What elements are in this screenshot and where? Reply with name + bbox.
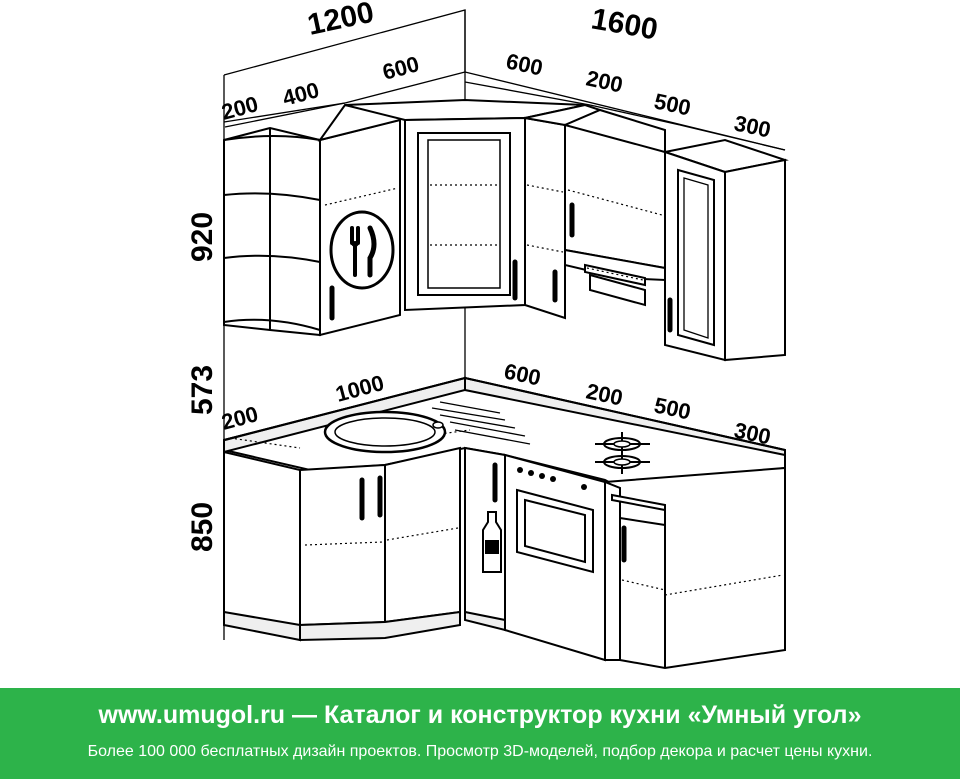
upper-right-glass-cabinet xyxy=(661,138,789,362)
kitchen-drawing: 1200 1600 200 400 600 600 200 500 300 20… xyxy=(186,0,789,670)
upper-cabinet-left xyxy=(317,103,401,337)
dim-upper-right-4: 300 xyxy=(732,110,773,142)
dim-upper-left-2: 400 xyxy=(280,77,322,111)
lower-right-cabinet xyxy=(604,466,786,670)
banner-title[interactable]: www.umugol.ru — Каталог и конструктор ку… xyxy=(98,701,862,729)
banner-subtitle: Более 100 000 бесплатных дизайн проектов… xyxy=(87,743,873,760)
lower-oven-unit xyxy=(504,453,606,662)
dim-height-upper: 920 xyxy=(186,212,219,262)
lower-left-cabinet xyxy=(223,450,301,642)
dim-lower-right-1: 600 xyxy=(502,358,543,390)
dim-upper-right-2: 200 xyxy=(584,65,625,97)
dim-height-lower: 850 xyxy=(186,502,219,552)
dim-top-total-left: 1200 xyxy=(305,0,377,42)
open-shelf-unit xyxy=(223,126,321,337)
sink xyxy=(323,410,447,454)
upper-hood-cabinet xyxy=(564,108,666,307)
dim-upper-right-1: 600 xyxy=(504,48,545,80)
upper-corner-glass-cabinet xyxy=(344,98,586,312)
dim-upper-right-3: 500 xyxy=(652,88,693,120)
dim-lower-left-1: 200 xyxy=(219,401,261,435)
dimension-lines xyxy=(224,71,786,451)
bottle-icon xyxy=(482,511,502,573)
lower-corner-sink-cabinet xyxy=(299,446,461,642)
dim-upper-left-1: 200 xyxy=(219,91,261,125)
cooktop-hob xyxy=(595,432,650,474)
countertop xyxy=(223,376,786,490)
lower-narrow-bottle-cabinet xyxy=(464,446,506,632)
footer-banner: www.umugol.ru — Каталог и конструктор ку… xyxy=(0,688,960,779)
sink-drainer xyxy=(431,401,531,445)
dim-upper-left-3: 600 xyxy=(380,51,422,85)
dim-height-gap: 573 xyxy=(186,365,219,415)
upper-narrow-cabinet xyxy=(524,103,603,320)
dim-lower-right-3: 500 xyxy=(652,392,693,424)
fork-knife-icon xyxy=(329,210,395,290)
dim-top-total-right: 1600 xyxy=(589,2,660,46)
